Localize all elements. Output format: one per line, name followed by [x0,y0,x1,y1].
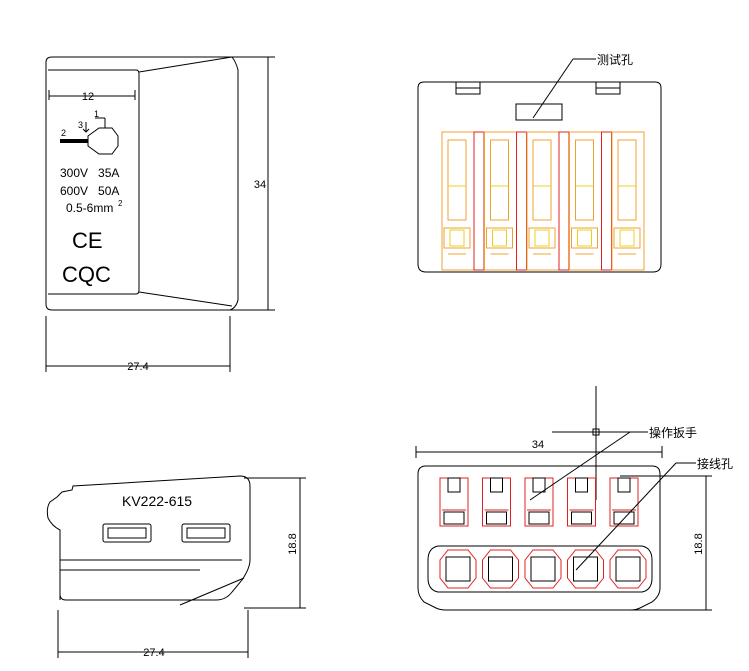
dim-width-top: 12 [82,91,94,103]
hole-square [488,556,513,582]
slot-window [613,227,641,249]
terminal-slot [611,131,645,271]
terminal-slot [526,131,570,271]
cqc-mark: CQC [62,262,111,287]
wire-hole [439,549,477,589]
spec-line-3: 0.5-6mm [66,201,113,215]
pin-label-2: 2 [61,128,66,138]
spec-superscript: 2 [118,199,123,208]
dim-height-front: 18.8 [287,533,299,554]
lever [524,477,554,527]
end-view [415,386,712,611]
hole-square [530,556,556,582]
lever [567,477,596,527]
slot-window-inner [449,229,465,247]
wire-hole [524,549,562,589]
dim-width-side: 27.4 [127,361,148,373]
slot-outline [611,131,645,271]
slot-inner [617,139,637,221]
slot-separator [473,131,485,271]
lever-tab [575,477,588,493]
slot-separator [558,131,570,271]
wire-hole [482,549,519,589]
slot-window-inner [619,229,635,247]
top-view [417,58,662,273]
lever-foot [486,511,507,525]
front-view [46,475,306,658]
slot-inner [532,139,552,221]
slot-window [443,227,471,249]
lever-foot [571,511,592,525]
lever-foot [613,511,635,525]
lever-tab [490,477,503,493]
slot-separator [516,131,527,271]
hole-outline [567,549,604,589]
dim-height-side: 34 [254,179,266,191]
terminal-slot [484,131,527,271]
hole-square [445,556,471,582]
terminal-slot [441,131,485,271]
slot-inner [490,139,509,221]
hole-outline [609,549,647,589]
slot-window [528,227,556,249]
terminal-slot [569,131,612,271]
slot-outline [526,131,560,271]
slot-group [441,131,645,271]
slot-outline [484,131,517,271]
hole-group [439,549,647,589]
slot-outline [569,131,602,271]
slot-outline [441,131,475,271]
slot-inner [447,139,467,221]
hole-outline [482,549,519,589]
wire-hole [567,549,604,589]
spec-line-2: 600V 50A [60,184,119,198]
slot-window-inner [577,229,592,247]
lever-tab [617,477,631,493]
callout-test-hole: 测试孔 [597,52,633,67]
lever-foot [443,511,465,525]
callout-wire-hole: 接线孔 [697,456,733,471]
pin-label-1: 1 [94,109,99,119]
lever-foot [528,511,550,525]
lever-tab [447,477,461,493]
dim-width-end: 34 [532,439,544,451]
lever [482,477,511,527]
spec-line-1: 300V 35A [60,166,119,180]
slot-window-inner [492,229,507,247]
dim-height-end: 18.8 [693,533,705,554]
callout-lever: 操作扳手 [649,425,697,440]
hole-outline [524,549,562,589]
lever-tab [532,477,546,493]
hole-square [615,556,641,582]
ce-mark: CE [72,228,103,253]
side-label-view [45,56,275,372]
slot-inner [575,139,594,221]
slot-window [571,227,598,249]
wire-hole [609,549,647,589]
dim-width-front: 27.4 [143,647,164,659]
model-number: KV222-615 [122,493,192,509]
lever-group [439,477,639,527]
hole-outline [439,549,477,589]
lever [439,477,469,527]
slot-window [486,227,513,249]
pin-label-3: 3 [78,120,83,130]
hole-square [573,556,598,582]
slot-window-inner [534,229,550,247]
slot-separator [601,131,612,271]
